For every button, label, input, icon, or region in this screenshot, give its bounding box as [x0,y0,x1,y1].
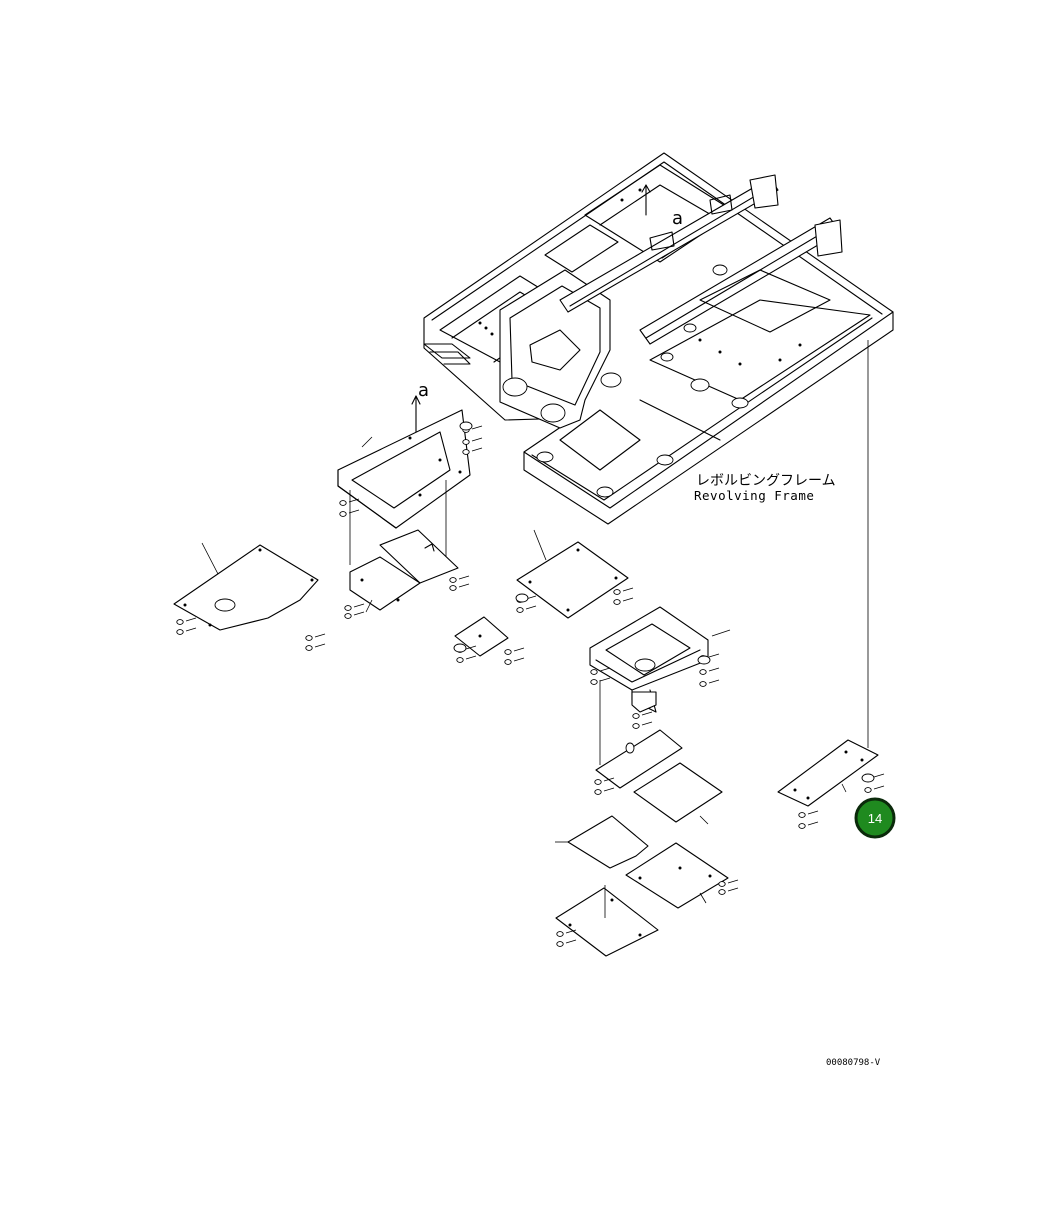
bolt-washer-icon [456,657,464,663]
leader-line [622,597,634,602]
leader-line [641,711,653,716]
bolt-washer-icon [305,645,313,651]
leader-line [708,667,720,672]
washer-icon [459,421,473,431]
leader-line [471,437,483,442]
leader-line [471,425,483,430]
leader-line [599,677,611,682]
bolt-washer-icon [699,669,707,675]
part-callout-14[interactable]: 14 [854,797,896,839]
bolt-washer-icon [176,629,184,635]
bolt-washer-icon [798,812,806,818]
bolt-washer-icon [339,511,347,517]
leader-line [185,617,197,622]
leader-line [807,810,819,815]
bolt-washer-icon [590,669,598,675]
bolt-washer-icon [798,823,806,829]
leader-line [465,655,477,660]
left-large-plate [173,542,319,631]
center-bracket-assembly [555,606,731,957]
bolt-washer-icon [613,599,621,605]
leader-line [807,821,819,826]
leader-line [873,773,885,778]
fastener-group [176,421,885,947]
drawing-code: 00080798-V [826,1058,881,1068]
frame-label-english: Revolving Frame [694,488,814,503]
leader-line [353,603,365,608]
washer-icon [515,593,529,603]
view-arrow-a: a [411,380,429,439]
leader-line [314,643,326,648]
leader-line [599,667,611,672]
leader-line [513,657,525,662]
view-marker-upper: a [672,208,683,229]
leader-line [185,627,197,632]
bolt-washer-icon [594,789,602,795]
leader-line [348,509,360,514]
bolt-washer-icon [339,500,347,506]
leader-line [603,777,615,782]
leader-line [513,647,525,652]
bolt-washer-icon [632,713,640,719]
leader-line [641,721,653,726]
bolt-washer-icon [594,779,602,785]
leader-line [727,887,739,892]
callout-number: 14 [868,811,882,826]
leader-line [353,611,365,616]
bolt-washer-icon [176,619,184,625]
bolt-washer-icon [556,941,564,947]
leader-line [348,498,360,503]
bolt-washer-icon [699,681,707,687]
bolt-washer-icon [718,881,726,887]
left-bracket-assembly [337,409,471,613]
bolt-washer-icon [632,723,640,729]
bolt-washer-icon [556,931,564,937]
bolt-washer-icon [344,605,352,611]
leader-line [708,653,720,658]
bolt-washer-icon [864,787,872,793]
leader-line [622,587,634,592]
leader-line [525,605,537,610]
revolving-frame: a レボルビングフレーム Revolving Frame [423,152,894,748]
view-marker-left: a [418,380,429,401]
frame-label-japanese: レボルビングフレーム [696,473,836,489]
washer-icon [453,643,467,653]
leader-line [458,583,470,588]
middle-plates [454,529,629,657]
bolt-washer-icon [613,589,621,595]
leader-line [314,633,326,638]
bolt-washer-icon [344,613,352,619]
leader-line [458,575,470,580]
leader-line [471,447,483,452]
washer-icon [697,655,711,665]
bolt-washer-icon [449,577,457,583]
bolt-washer-icon [718,889,726,895]
leader-line [727,879,739,884]
bolt-washer-icon [516,607,524,613]
leader-line [603,787,615,792]
leader-line [465,645,477,650]
leader-line [873,785,885,790]
bolt-washer-icon [590,679,598,685]
bolt-washer-icon [305,635,313,641]
bolt-washer-icon [504,659,512,665]
washer-icon [861,773,875,783]
bolt-washer-icon [462,439,470,445]
right-small-cover [777,739,879,807]
bolt-washer-icon [504,649,512,655]
leader-line [708,679,720,684]
bolt-washer-icon [462,449,470,455]
bolt-washer-icon [449,585,457,591]
leader-line [565,939,577,944]
leader-line [565,929,577,934]
